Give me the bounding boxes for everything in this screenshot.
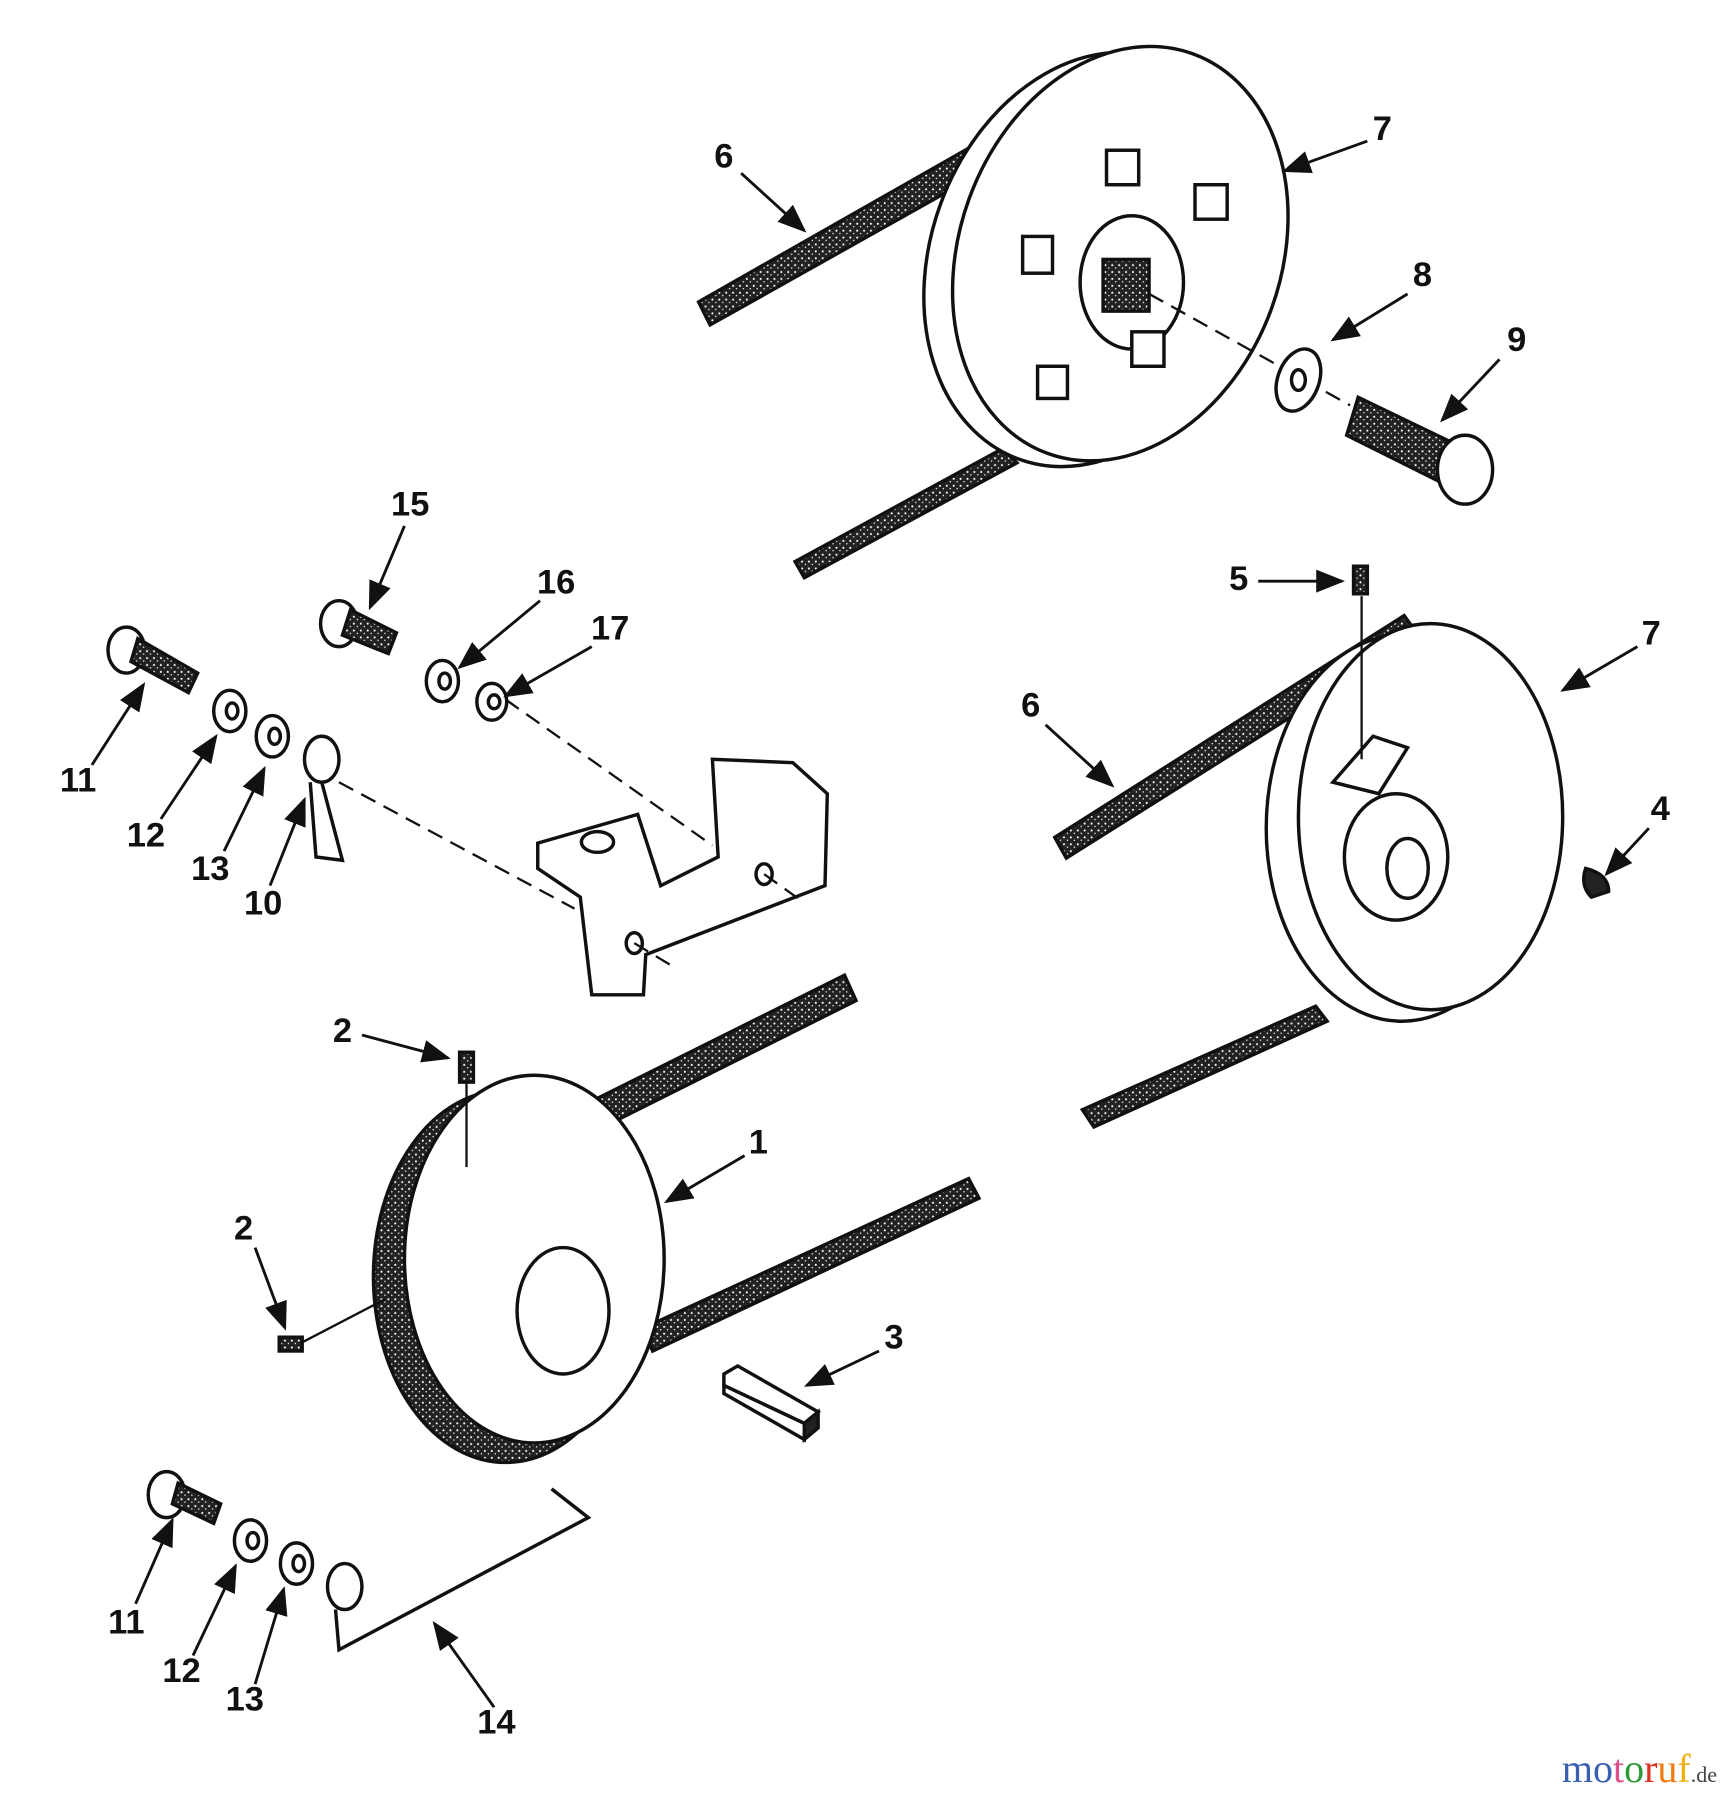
callout-12: 12	[162, 1652, 200, 1690]
washer-12-upper	[211, 688, 248, 734]
callout-arrow-15	[368, 525, 406, 611]
callout-14: 14	[477, 1704, 515, 1742]
setscrew-5	[1351, 564, 1370, 760]
callout-arrow-6	[1044, 723, 1115, 788]
callout-arrow-7	[1560, 645, 1639, 692]
callout-16: 16	[537, 564, 575, 602]
rod-14	[325, 1487, 592, 1653]
callout-6: 6	[1021, 687, 1040, 725]
key-3	[722, 1363, 822, 1444]
callout-6: 6	[714, 137, 733, 175]
pulley-right	[1264, 621, 1565, 1023]
callout-8: 8	[1413, 256, 1432, 294]
callout-arrow-13	[222, 765, 266, 852]
callout-17: 17	[591, 610, 629, 648]
callout-arrow-2	[253, 1247, 287, 1331]
belt-top-lower	[792, 446, 1020, 581]
callout-arrow-7	[1281, 139, 1368, 173]
watermark-letter: o	[1592, 1746, 1613, 1791]
callout-5: 5	[1229, 560, 1248, 598]
callout-arrow-2	[361, 1033, 451, 1063]
bolt-9	[1344, 394, 1495, 506]
callout-arrow-12	[159, 733, 218, 820]
washer-8	[1274, 347, 1323, 413]
callout-4: 4	[1651, 790, 1670, 828]
watermark-letter: m	[1561, 1746, 1593, 1791]
callout-arrow-3	[804, 1349, 880, 1387]
watermark-letter: f	[1677, 1746, 1691, 1791]
callout-arrow-13	[253, 1586, 288, 1685]
callout-arrow-9	[1440, 358, 1501, 423]
callout-13: 13	[191, 850, 229, 888]
callout-2: 2	[234, 1209, 253, 1247]
callout-arrow-12	[191, 1563, 237, 1657]
setscrew-2-top	[457, 1050, 476, 1168]
watermark-letter: t	[1612, 1746, 1625, 1791]
bolt-11-lower	[146, 1469, 223, 1526]
pulley-top	[922, 44, 1290, 469]
key-4	[1582, 866, 1611, 900]
callout-arrow-16	[457, 599, 541, 670]
callout-arrow-14	[432, 1620, 496, 1709]
washer-16	[424, 658, 461, 704]
callout-arrow-4	[1604, 827, 1650, 877]
belt-right-lower	[1079, 1004, 1330, 1130]
callout-3: 3	[884, 1319, 903, 1357]
spring-10	[302, 734, 345, 863]
callout-2: 2	[333, 1012, 352, 1050]
belt-lower-lower	[641, 1176, 982, 1354]
dash-lines-bracket	[338, 698, 805, 968]
callout-13: 13	[226, 1681, 264, 1719]
callout-arrow-10	[268, 796, 306, 887]
callout-arrow-6	[740, 172, 807, 233]
watermark-letter: r	[1644, 1746, 1658, 1791]
bolt-15	[318, 598, 399, 656]
washer-12-lower	[232, 1518, 269, 1563]
watermark-letter: u	[1657, 1746, 1678, 1791]
washer-13-upper	[254, 713, 291, 759]
washer-13-lower	[278, 1541, 315, 1586]
bolt-11-upper	[106, 625, 200, 695]
callout-7: 7	[1373, 110, 1392, 148]
callout-arrow-11	[134, 1517, 174, 1605]
callout-arrow-17	[503, 645, 593, 698]
callout-10: 10	[244, 884, 282, 922]
callout-7: 7	[1642, 614, 1661, 652]
watermark-logo: motoruf.de	[1561, 1746, 1717, 1791]
watermark-letter: o	[1624, 1746, 1645, 1791]
callout-15: 15	[391, 486, 429, 524]
washer-17	[475, 681, 509, 722]
callout-arrow-1	[663, 1154, 746, 1204]
callout-11: 11	[108, 1604, 144, 1642]
pulley-lower	[371, 1073, 666, 1465]
callout-12: 12	[127, 816, 165, 854]
callout-11: 11	[60, 761, 96, 799]
setscrew-2-side	[277, 1298, 386, 1353]
callout-9: 9	[1507, 321, 1526, 359]
bracket	[536, 757, 830, 997]
callout-arrow-11	[90, 682, 146, 766]
callout-1: 1	[749, 1123, 768, 1161]
callout-arrow-8	[1330, 292, 1409, 342]
